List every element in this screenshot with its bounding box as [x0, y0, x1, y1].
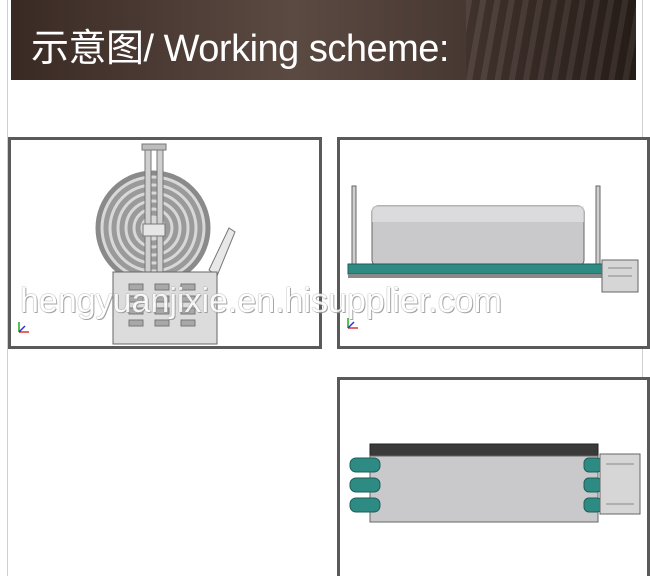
- motor-box-top: [599, 453, 641, 515]
- front-view-drawing: [347, 185, 639, 329]
- page-title: 示意图/ Working scheme:: [31, 28, 449, 70]
- watermark-text: hengyuanjixie.en.hisupplier.com: [20, 282, 502, 320]
- header-banner: 示意图/ Working scheme:: [11, 0, 636, 80]
- teal-roller: [347, 263, 605, 275]
- side-view-drawing: [18, 143, 236, 345]
- diagram-panel-top-view: [337, 377, 650, 576]
- top-view-drawing: [349, 443, 641, 523]
- axis-indicator-icon: [347, 318, 358, 329]
- drum-top: [369, 455, 599, 523]
- axis-indicator-icon: [18, 322, 29, 333]
- diagram-panel-side-view: [8, 137, 322, 349]
- diagram-panel-front-view: [337, 137, 650, 349]
